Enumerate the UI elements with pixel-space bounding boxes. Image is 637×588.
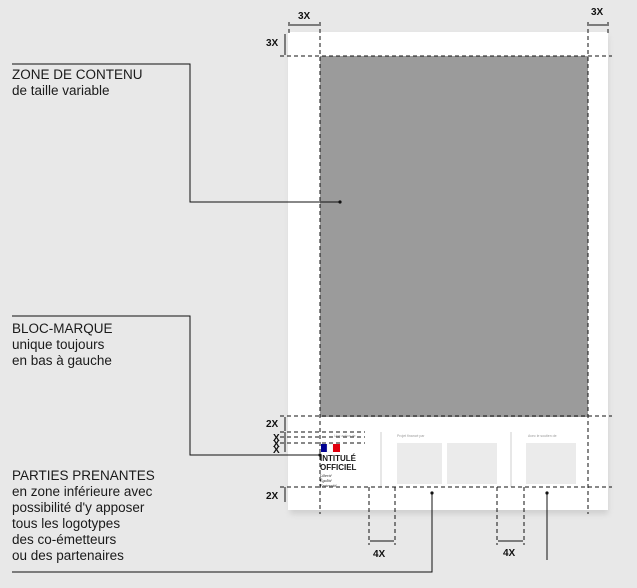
content-zone	[320, 56, 588, 417]
label-content-zone-title: ZONE DE CONTENU	[12, 67, 143, 82]
devise-line-3: Fraternité	[319, 483, 337, 488]
flag-blue-icon	[321, 444, 327, 452]
partner-logo-box-1	[397, 443, 442, 484]
label-stakeholders-line3: tous les logotypes	[12, 516, 120, 531]
dim-label-x3: X	[273, 445, 280, 456]
flag-white-icon	[326, 443, 334, 453]
label-stakeholders-line2: possibilité d'y apposer	[12, 500, 145, 515]
leader-brand-block	[12, 315, 319, 456]
dim-label-top-right-3x: 3X	[591, 7, 604, 18]
label-stakeholders-line5: ou des partenaires	[12, 548, 124, 563]
label-brand-block-line1: unique toujours	[12, 337, 105, 352]
marque-line-1: INTITULÉ	[320, 454, 357, 463]
dim-label-2x-top: 2X	[266, 419, 279, 430]
leader-stakeholders	[12, 493, 433, 573]
footer-col2-label: Projet financé par	[397, 434, 425, 438]
leader-dot-stakeholders-2	[545, 491, 549, 495]
flag-red-icon	[333, 444, 340, 452]
footer-col3-label: Avec le soutien de	[528, 434, 557, 438]
dim-label-4x-left: 4X	[373, 549, 386, 560]
label-stakeholders-line4: des co-émetteurs	[12, 532, 117, 547]
leader-dot-content	[338, 200, 342, 204]
label-stakeholders-line1: en zone inférieure avec	[12, 484, 153, 499]
footer-col1-label: Une action de	[334, 434, 356, 438]
dim-label-left-3x: 3X	[266, 38, 279, 49]
dim-label-4x-right: 4X	[503, 548, 516, 559]
dim-label-top-left-3x: 3X	[298, 11, 311, 22]
partner-logo-box-2	[447, 443, 497, 484]
devise-line-1: Liberté	[319, 473, 332, 478]
label-content-zone-sub: de taille variable	[12, 83, 110, 98]
label-brand-block-title: BLOC-MARQUE	[12, 321, 113, 336]
dim-label-2x-bottom: 2X	[266, 491, 279, 502]
label-stakeholders-title: PARTIES PRENANTES	[12, 468, 155, 483]
dim-label-x1: X	[273, 433, 280, 444]
partner-logo-box-3	[526, 443, 576, 484]
leader-content-zone	[12, 63, 340, 203]
marque-line-2: OFFICIEL	[320, 463, 357, 472]
label-brand-block-line2: en bas à gauche	[12, 353, 112, 368]
leader-dot-brand	[318, 453, 322, 457]
dim-label-x2: X	[273, 439, 280, 450]
leader-dot-stakeholders-1	[430, 491, 434, 495]
devise-line-2: Égalité	[319, 478, 332, 483]
